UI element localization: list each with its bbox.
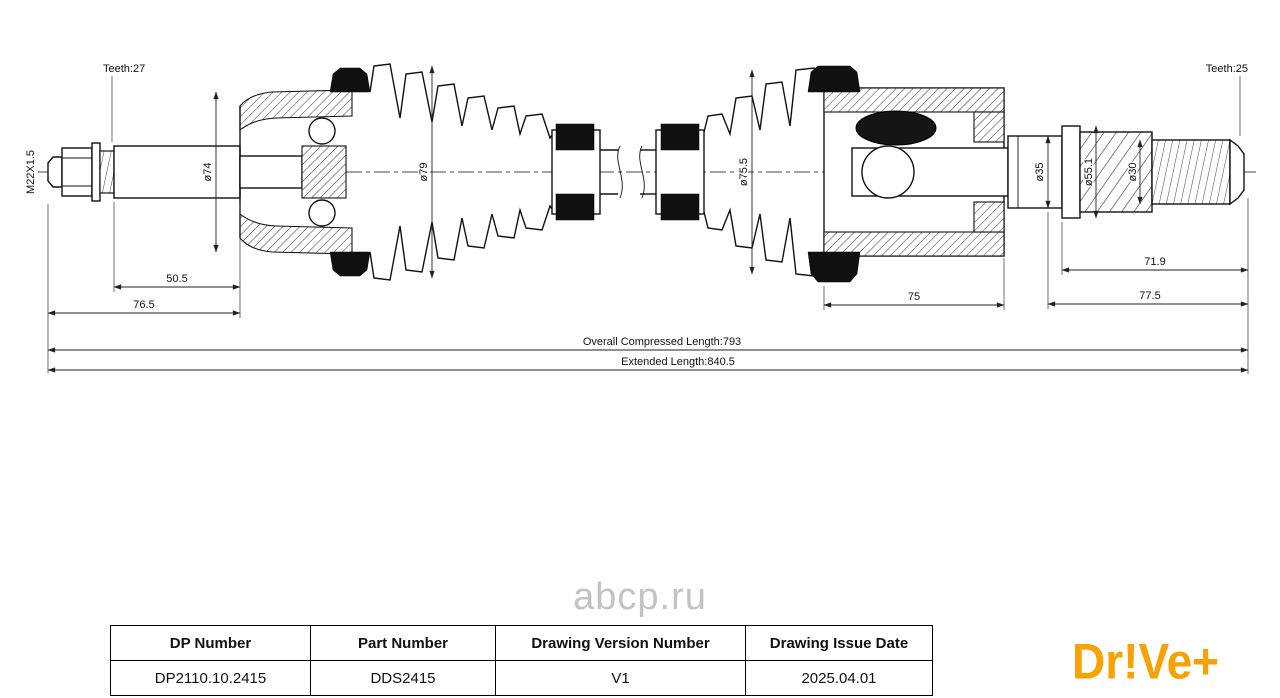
- teeth-right-label: Teeth:25: [1206, 63, 1248, 75]
- outer-joint-housing: [807, 65, 1009, 283]
- watermark: abcp.ru: [573, 576, 707, 618]
- title-block-header-row: DP Number Part Number Drawing Version Nu…: [110, 625, 933, 661]
- brand-logo: Dr!Ve+: [1072, 632, 1220, 690]
- value-drawing-version-number: V1: [495, 660, 746, 696]
- right-boot: [655, 67, 823, 277]
- axle-technical-drawing: Teeth:27 Teeth:25 M22X1.5 ø74 ø79 ø75.5 …: [24, 63, 1256, 374]
- dia-79-label: ø79: [418, 163, 430, 182]
- dia-74-label: ø74: [202, 163, 214, 182]
- dim-76-5-label: 76.5: [133, 299, 154, 311]
- dia-75-5-label: ø75.5: [738, 158, 750, 186]
- header-drawing-version-number: Drawing Version Number: [495, 625, 746, 661]
- dim-77-5-label: 77.5: [1139, 290, 1160, 302]
- drawing-labels: Teeth:27 Teeth:25 M22X1.5 ø74 ø79 ø75.5 …: [24, 63, 1249, 368]
- left-shaft: [113, 145, 241, 199]
- dia-35-label: ø35: [1034, 163, 1046, 182]
- dimension-extension-lines: [47, 76, 1249, 374]
- header-dp-number: DP Number: [110, 625, 311, 661]
- teeth-left-label: Teeth:27: [103, 63, 145, 75]
- title-block-table: DP Number Part Number Drawing Version Nu…: [110, 625, 933, 696]
- dim-71-9-label: 71.9: [1144, 256, 1165, 268]
- dimension-lines: [47, 65, 1249, 373]
- inner-cv-joint: [239, 89, 353, 255]
- header-part-number: Part Number: [310, 625, 496, 661]
- header-drawing-issue-date: Drawing Issue Date: [745, 625, 933, 661]
- title-block-value-row: DP2110.10.2415 DDS2415 V1 2025.04.01: [110, 660, 933, 696]
- dia-55-1-label: ø55.1: [1083, 158, 1095, 186]
- intermediate-shaft: [600, 145, 656, 199]
- dim-75-label: 75: [908, 291, 920, 303]
- extended-length-label: Extended Length:840.5: [621, 356, 735, 368]
- value-dp-number: DP2110.10.2415: [110, 660, 311, 696]
- thread-size-label: M22X1.5: [25, 150, 37, 194]
- dia-30-label: ø30: [1127, 163, 1139, 182]
- dim-50-5-label: 50.5: [166, 273, 187, 285]
- overall-compressed-length-label: Overall Compressed Length:793: [583, 336, 741, 348]
- value-drawing-issue-date: 2025.04.01: [745, 660, 933, 696]
- value-part-number: DDS2415: [310, 660, 496, 696]
- left-end-nut: [47, 142, 115, 202]
- left-boot: [329, 63, 601, 281]
